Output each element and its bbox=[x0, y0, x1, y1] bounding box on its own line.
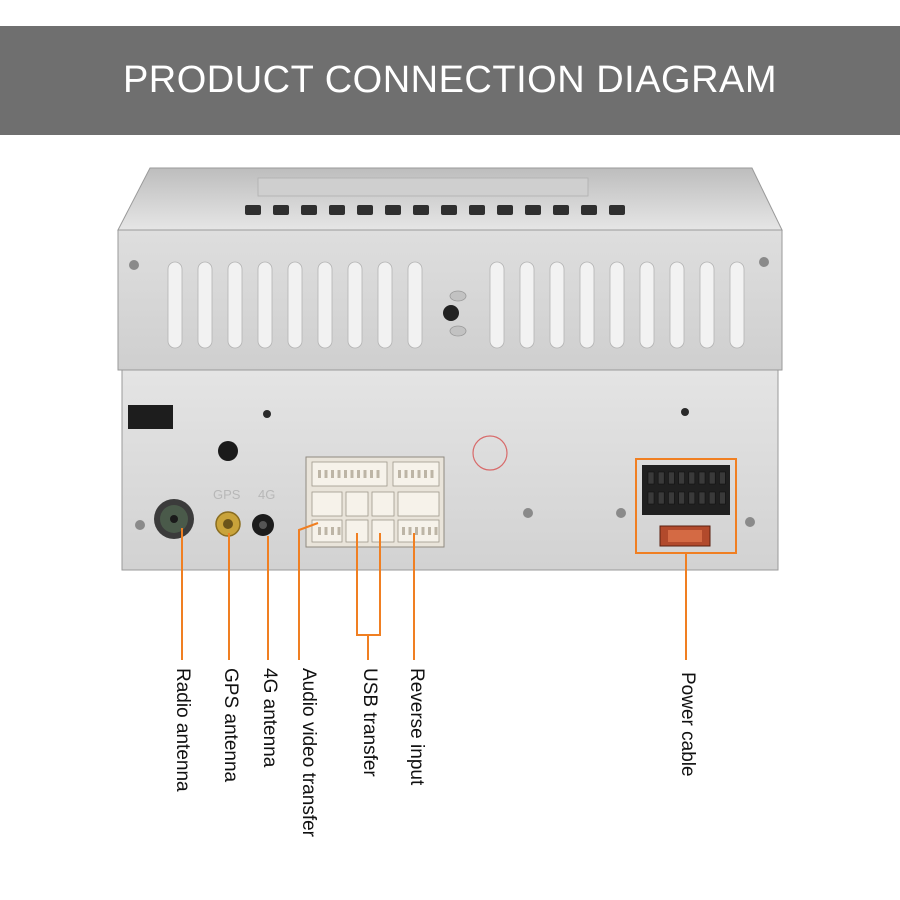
cooling-fins bbox=[167, 261, 745, 349]
callout-usb-transfer: USB transfer bbox=[359, 668, 380, 777]
screw-icon bbox=[129, 260, 139, 270]
callout-audio-video-transfer: Audio video transfer bbox=[298, 668, 319, 837]
mount-clip bbox=[128, 405, 173, 429]
callout-line-audio-video bbox=[298, 522, 319, 660]
top-vents bbox=[245, 205, 625, 215]
fourg-antenna-connector bbox=[252, 514, 274, 536]
callout-power-cable: Power cable bbox=[677, 672, 698, 777]
fourg-port-label: 4G bbox=[258, 487, 276, 502]
screw-icon bbox=[745, 517, 755, 527]
page-title: PRODUCT CONNECTION DIAGRAM bbox=[122, 59, 778, 101]
screw-icon bbox=[759, 257, 769, 267]
mount-hole-icon bbox=[443, 305, 459, 321]
callout-gps-antenna: GPS antenna bbox=[220, 668, 241, 783]
callout-reverse-input: Reverse input bbox=[406, 668, 427, 786]
radio-antenna-socket bbox=[154, 499, 194, 539]
title-banner: PRODUCT CONNECTION DIAGRAM bbox=[0, 26, 900, 135]
gps-port-label: GPS bbox=[213, 487, 241, 502]
power-connector bbox=[635, 458, 737, 554]
screw-icon bbox=[135, 520, 145, 530]
screw-icon bbox=[616, 508, 626, 518]
gps-antenna-connector bbox=[215, 511, 241, 537]
mic-hole-icon bbox=[218, 441, 238, 461]
callout-fourg-antenna: 4G antenna bbox=[259, 668, 280, 768]
qc-sticker bbox=[472, 435, 508, 471]
chassis-upper-panel bbox=[117, 229, 783, 371]
screw-icon bbox=[523, 508, 533, 518]
main-connector-block bbox=[305, 456, 445, 548]
callout-radio-antenna: Radio antenna bbox=[172, 668, 193, 792]
chassis-top bbox=[117, 167, 783, 231]
callout-lines bbox=[181, 522, 687, 660]
